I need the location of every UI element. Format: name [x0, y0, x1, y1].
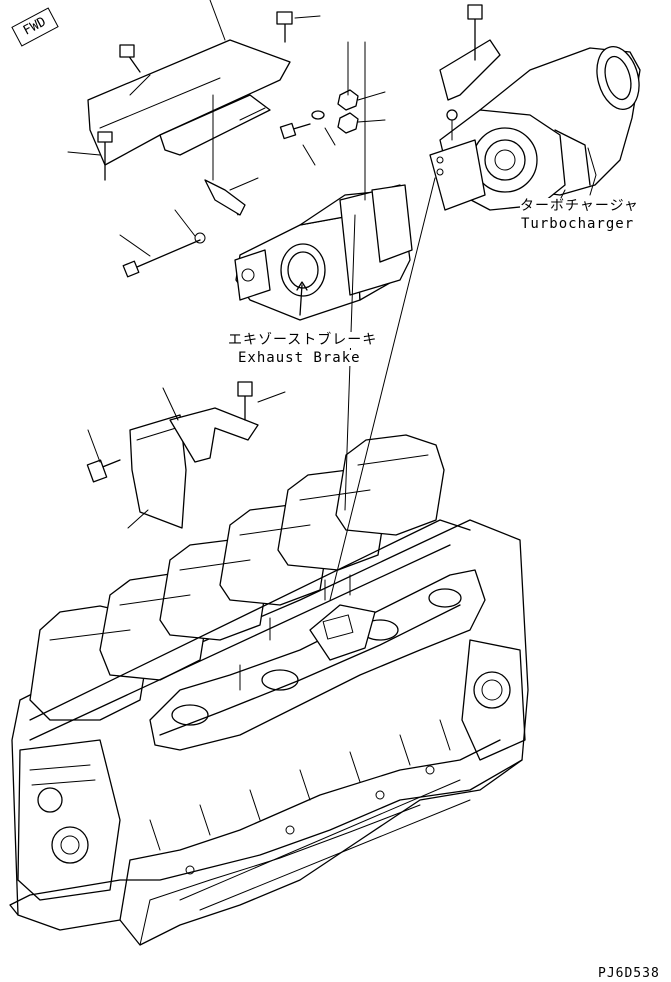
exhaust-manifold [150, 570, 485, 750]
turbocharger-label-en: Turbocharger [521, 216, 635, 232]
heat-shield [87, 382, 285, 528]
exhaust-brake-label-en: Exhaust Brake [238, 350, 361, 366]
top-cover-plate [68, 0, 385, 215]
exhaust-brake [120, 185, 412, 320]
valve-covers [30, 435, 470, 740]
exhaust-brake-label-jp: エキゾーストブレーキ [228, 332, 378, 348]
turbocharger-label-jp: ターボチャージャ [520, 198, 639, 214]
turbocharger [330, 5, 646, 600]
drawing-code: PJ6D538 [598, 966, 660, 982]
